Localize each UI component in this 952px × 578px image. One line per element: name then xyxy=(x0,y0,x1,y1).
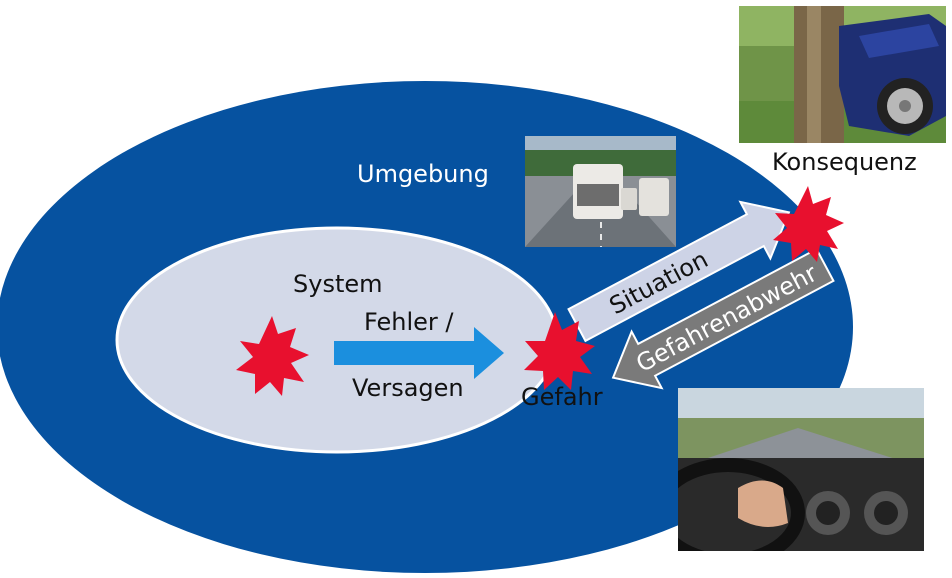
consequence-label: Konsequenz xyxy=(772,148,917,176)
error-label-line1: Fehler / xyxy=(364,308,454,336)
environment-label: Umgebung xyxy=(357,160,489,188)
highway-photo xyxy=(525,136,676,247)
driver-photo xyxy=(678,388,924,551)
error-label-line2: Versagen xyxy=(352,374,464,402)
hazard-defense-arrow xyxy=(611,247,835,390)
explosion-star-icon xyxy=(236,316,309,396)
crash-photo xyxy=(739,6,946,143)
explosion-star-icon xyxy=(524,312,595,390)
explosion-star-icon xyxy=(773,186,844,262)
system-label: System xyxy=(293,270,383,298)
system-ellipse xyxy=(115,226,559,454)
error-arrow xyxy=(334,327,504,379)
hazard-label: Gefahr xyxy=(521,383,603,411)
